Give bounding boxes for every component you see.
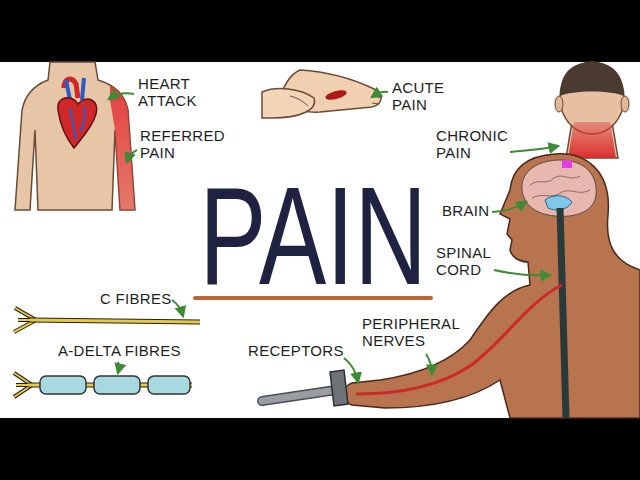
a-delta-fibre — [14, 373, 192, 397]
c-fibre — [14, 308, 200, 332]
torso-figure-part — [15, 62, 135, 210]
title-text: PAIN — [199, 166, 427, 306]
foot-figure-part — [290, 96, 308, 106]
head-figure-part — [566, 122, 618, 158]
a-delta-fibre-part — [40, 376, 86, 394]
callout-label: CHRONIC PAIN — [436, 128, 508, 161]
callout-label: REFERRED PAIN — [140, 128, 225, 161]
head-figure — [555, 62, 629, 158]
head-figure-part — [555, 96, 563, 112]
hammer-part — [330, 370, 348, 406]
callout-label: RECEPTORS — [248, 343, 344, 360]
letterbox-bar — [0, 0, 640, 62]
person-figure-part — [562, 160, 572, 168]
a-delta-fibre-part — [94, 376, 140, 394]
callout-label: C FIBRES — [100, 291, 172, 308]
torso-figure-part — [58, 98, 97, 148]
foot-figure-part — [262, 89, 315, 118]
letterbox-bar — [0, 418, 640, 480]
a-delta-fibre-part — [148, 376, 190, 394]
leader-arrows-part — [344, 358, 358, 382]
leader-arrows-part — [426, 354, 432, 374]
leader-arrows-part — [127, 150, 137, 162]
callout-label: BRAIN — [442, 203, 489, 220]
leader-arrows-part — [109, 93, 134, 99]
leader-arrows-part — [117, 362, 120, 373]
leader-arrows-part — [510, 146, 558, 152]
person-figure-part — [560, 208, 566, 418]
hammer-part — [262, 390, 336, 401]
person-figure-part — [530, 176, 590, 198]
callout-label: ACUTE PAIN — [392, 80, 444, 113]
leader-arrows-part — [492, 202, 526, 212]
foot-figure-part — [324, 88, 347, 101]
hammer — [262, 370, 348, 406]
c-fibre-part — [30, 320, 200, 322]
person-figure-part — [522, 160, 596, 216]
hammer-part — [262, 390, 336, 401]
foot-figure — [262, 70, 382, 118]
callout-label: A-DELTA FIBRES — [58, 343, 181, 360]
torso-figure-part — [66, 78, 84, 100]
leader-arrows — [109, 92, 558, 382]
callout-label: SPINAL CORD — [436, 245, 491, 278]
torso-figure-part — [70, 106, 85, 140]
torso-figure — [15, 62, 135, 210]
leader-arrows-part — [172, 300, 183, 316]
head-figure-part — [568, 122, 616, 158]
leader-arrows-part — [494, 270, 550, 275]
leader-arrows-part — [372, 92, 388, 97]
torso-figure-part — [110, 86, 135, 210]
head-figure-part — [621, 96, 629, 112]
callout-label: HEART ATTACK — [138, 76, 197, 109]
head-figure-part — [560, 62, 624, 96]
person-figure-part — [545, 196, 572, 210]
callout-label: PERIPHERAL NERVES — [362, 316, 459, 349]
c-fibre-part — [30, 320, 200, 322]
